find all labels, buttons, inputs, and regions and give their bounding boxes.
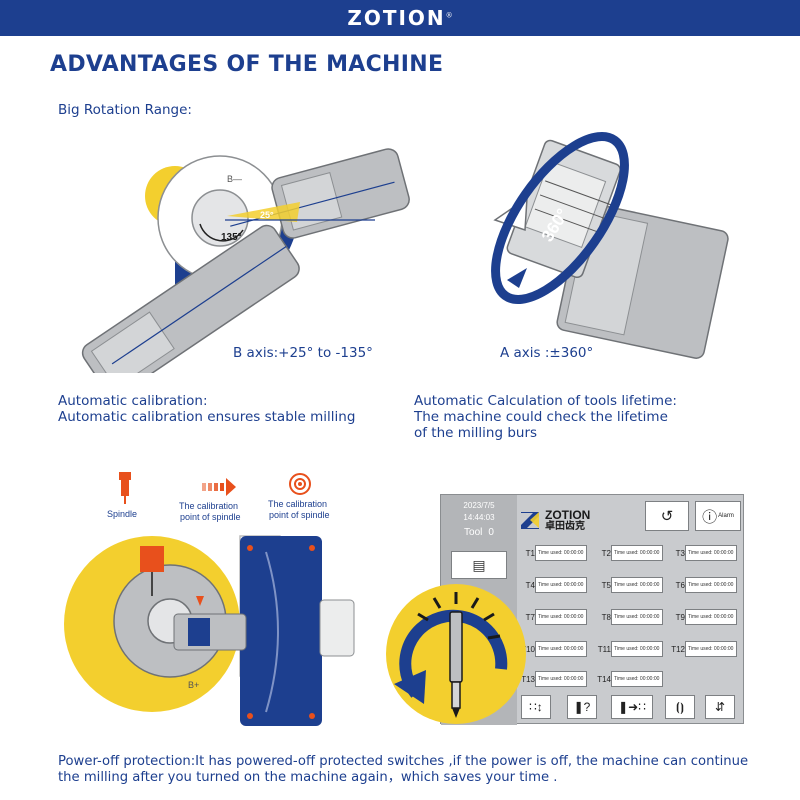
power-off-line-2: the milling after you turned on the mach… [58, 770, 558, 785]
page-title: ADVANTAGES OF THE MACHINE [50, 52, 444, 77]
panel-date: 2023/7/5 [463, 501, 495, 510]
calibration-desc: Automatic calibration ensures stable mil… [58, 409, 356, 425]
alarm-icon: ⓘ [702, 508, 718, 526]
svg-text:The calibration: The calibration [179, 501, 238, 511]
angle-minus-label: 135° [221, 232, 242, 243]
panel-logo: ZOTION 卓田齿克 [519, 505, 639, 535]
b-axis-caption: B axis:+25° to -135° [233, 345, 373, 361]
transfer-button[interactable]: ⇵ [705, 695, 735, 719]
rotation-title: Big Rotation Range: [58, 102, 192, 118]
target-icon [289, 473, 311, 495]
top-bar: ZOTION® [0, 0, 800, 36]
tool-load-button[interactable]: ❚➜∷ [611, 695, 653, 719]
transfer-icon: ⇵ [714, 700, 726, 714]
tool-grid-button[interactable]: ∷↕ [521, 695, 551, 719]
rotate-arrow-icon [394, 609, 508, 704]
spindle-label: Spindle [107, 509, 137, 519]
spindle-icon [119, 472, 131, 504]
svg-text:The calibration: The calibration [268, 499, 327, 509]
clamp-button[interactable]: ⦗⦘ [665, 695, 695, 719]
tool-query-button[interactable]: ❚? [567, 695, 597, 719]
clamp-icon: ⦗⦘ [676, 699, 684, 714]
calibration-title: Automatic calibration: [58, 393, 208, 409]
b-minus-tag: B— [227, 174, 242, 184]
document-icon: ▤ [472, 556, 486, 573]
arrow-right-icon [202, 478, 236, 496]
panel-time: 14:44:03 [463, 513, 495, 522]
lifetime-desc-2: of the milling burs [414, 425, 538, 441]
load-icon: ❚➜∷ [618, 700, 646, 714]
drill-bit-icon [449, 611, 463, 718]
zotion-mark-icon [521, 512, 539, 529]
b-axis-figure: 25° 135° B— [81, 148, 410, 373]
refresh-icon: ↺ [660, 508, 674, 525]
angle-plus-label: 25° [260, 210, 274, 220]
lifetime-desc-1: The machine could check the lifetime [414, 409, 668, 425]
svg-text:point of spindle: point of spindle [269, 510, 330, 520]
b-plus-tag: B+ [188, 680, 199, 690]
power-off-line-1: Power-off protection:It has powered-off … [58, 754, 749, 769]
document-button[interactable]: ▤ [451, 551, 507, 579]
refresh-button[interactable]: ↺ [645, 501, 689, 531]
lifetime-overlay [386, 584, 526, 724]
a-axis-caption: A axis :±360° [500, 345, 594, 361]
a-axis-figure: 360° [491, 132, 729, 359]
lifetime-title: Automatic Calculation of tools lifetime: [414, 393, 677, 409]
grid-icon: ∷↕ [529, 700, 543, 714]
query-icon: ❚? [573, 700, 591, 714]
brand-logo: ZOTION® [347, 6, 453, 30]
calibration-figure: Spindle The calibration point of spindle… [64, 472, 355, 726]
svg-text:point of spindle: point of spindle [180, 512, 241, 522]
